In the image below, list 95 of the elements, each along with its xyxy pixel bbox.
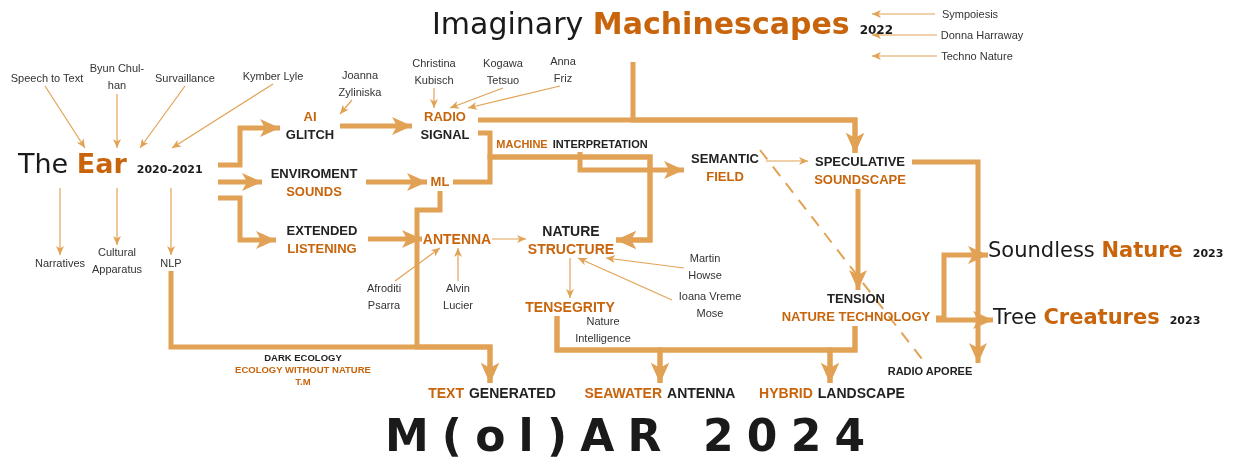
arrow: [577, 257, 673, 301]
concept-label: HYBRID: [759, 384, 813, 402]
arrow: [630, 62, 864, 153]
concept-label: GENERATED: [468, 384, 556, 402]
concept-label: T.M: [295, 376, 311, 388]
year-label: 2023: [1192, 247, 1224, 260]
name-label: Anna Friz: [549, 54, 577, 86]
concept-label: ML: [430, 173, 450, 191]
project-title: Soundless Nature: [988, 238, 1183, 262]
concept-label: SPECULATIVE: [814, 153, 906, 171]
arrow: [218, 119, 280, 168]
page-title: M(ol)AR 2024: [383, 410, 879, 461]
arrow: [871, 10, 936, 18]
project-title: Imaginary Machinescapes: [432, 6, 850, 41]
arrow: [577, 152, 684, 179]
arrow: [430, 87, 438, 109]
arrow: [454, 247, 462, 282]
arrow: [368, 230, 422, 248]
name-label: Sympoiesis: [941, 6, 999, 22]
name-label: Kogawa Tetsuo: [482, 56, 524, 88]
arrow: [113, 187, 121, 246]
name-label: Cultural Apparatus: [90, 245, 144, 277]
concept-label: TENSION: [827, 290, 885, 308]
concept-label: RADIO: [424, 108, 466, 126]
year-label: 2020-2021: [136, 163, 203, 176]
concept-label: SOUNDS: [286, 183, 342, 201]
year-label: 2022: [859, 23, 894, 37]
concept-label: GLITCH: [285, 126, 335, 144]
arrow: [605, 255, 685, 269]
arrow: [566, 257, 574, 299]
name-label: Martin Howse: [687, 251, 723, 283]
concept-label: ENVIROMENT: [270, 165, 358, 183]
concept-label: STRUCTURE: [527, 240, 615, 258]
name-label: Techno Nature: [941, 48, 1013, 64]
arrow: [113, 93, 121, 149]
arrow: [871, 31, 938, 39]
concept-label: DARK ECOLOGY: [264, 352, 342, 364]
arrow: [340, 117, 412, 135]
arrow: [912, 159, 987, 363]
arrow: [936, 311, 993, 329]
concept-label: SIGNAL: [420, 126, 470, 144]
arrow: [394, 247, 441, 282]
arrow: [453, 154, 653, 249]
name-label: NLP: [160, 255, 182, 271]
project-title: The Ear: [18, 148, 127, 179]
concept-label: SEMANTIC: [691, 150, 759, 168]
name-label: Nature Intelligence: [574, 314, 632, 346]
arrow: [449, 87, 504, 109]
arrow: [171, 83, 274, 149]
name-label: Byun Chul-han: [88, 61, 146, 93]
name-label: Ioana Vreme Mose: [677, 289, 743, 321]
arrow: [871, 52, 938, 60]
name-label: Donna Harraway: [940, 27, 1024, 43]
name-label: Afroditi Psarra: [365, 281, 403, 313]
concept-label: ECOLOGY WITHOUT NATURE: [235, 364, 371, 376]
name-label: Survaillance: [155, 70, 215, 86]
arrow: [167, 187, 175, 256]
name-label: Speech to Text: [10, 70, 84, 86]
arrow: [218, 173, 262, 191]
arrow: [414, 191, 499, 383]
arrow: [849, 189, 867, 290]
concept-label: NATURE TECHNOLOGY: [781, 308, 931, 326]
concept-label: LISTENING: [287, 240, 357, 258]
concept-label: MACHINE: [496, 137, 548, 152]
concept-label: TEXT: [428, 384, 464, 402]
concept-label: TENSEGRITY: [525, 298, 615, 316]
concept-label: SEAWATER: [584, 384, 663, 402]
arrow: [366, 173, 427, 191]
arrow: [491, 235, 527, 243]
concept-label: AI: [303, 108, 317, 126]
project-title: Tree Creatures: [993, 305, 1160, 329]
concept-label: INTERPRETATION: [552, 137, 648, 152]
arrow: [339, 99, 353, 115]
concept-label: LANDSCAPE: [817, 384, 905, 402]
arrow: [821, 326, 858, 383]
arrow: [218, 195, 276, 249]
name-label: Kymber Lyle: [242, 68, 304, 84]
name-label: Narratives: [34, 255, 86, 271]
arrow: [44, 85, 86, 149]
arrow: [56, 187, 64, 256]
concept-label: ANTENNA: [422, 230, 492, 248]
name-label: Joanna Zyliniska: [337, 68, 383, 100]
concept-label: NATURE: [542, 222, 600, 240]
arrow: [139, 85, 186, 149]
name-label: Christina Kubisch: [411, 56, 457, 88]
arrow: [936, 246, 988, 321]
concept-label: FIELD: [706, 168, 744, 186]
concept-label: EXTENDED: [286, 222, 358, 240]
name-label: Alvin Lucier: [442, 281, 474, 313]
arrow: [765, 157, 809, 165]
year-label: 2023: [1169, 314, 1201, 327]
concept-label: RADIO APOREE: [887, 364, 973, 379]
concept-label: SOUNDSCAPE: [814, 171, 906, 189]
concept-label: ANTENNA: [667, 384, 736, 402]
arrow: [467, 85, 561, 110]
